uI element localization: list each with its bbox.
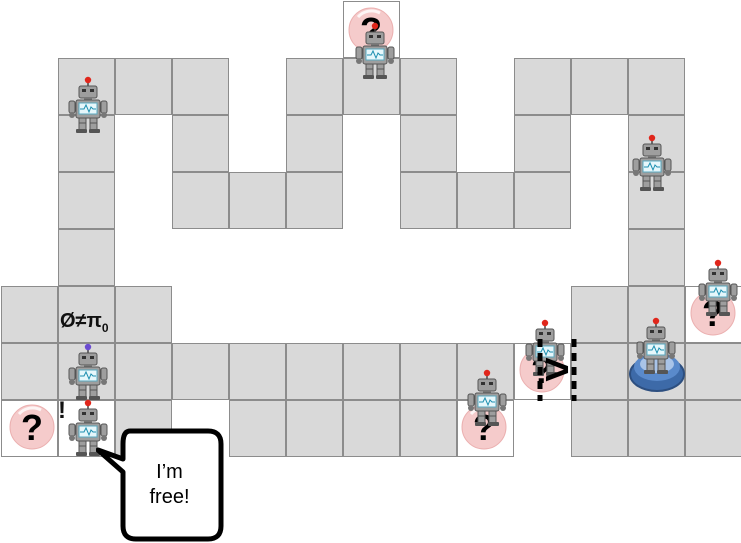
floor-tile — [514, 58, 571, 115]
floor-tile — [172, 58, 229, 115]
floor-tile — [400, 172, 457, 229]
floor-tile — [514, 115, 571, 172]
floor-tile — [571, 400, 628, 457]
robot-icon-left — [68, 343, 108, 400]
floor-tile — [571, 286, 628, 343]
gate-icon: > — [537, 339, 577, 401]
exclamation-label: ! — [58, 397, 66, 424]
robot-icon-upper-right — [632, 134, 672, 191]
floor-tile — [343, 58, 400, 115]
policy-label: Ø≠π0 — [60, 310, 109, 335]
floor-tile — [229, 400, 286, 457]
floor-tile — [58, 172, 115, 229]
floor-tile — [115, 286, 172, 343]
robot-icon-top — [355, 22, 395, 79]
gate-symbol: > — [544, 345, 570, 394]
floor-tile — [286, 58, 343, 115]
floor-tile — [115, 343, 172, 400]
floor-tile — [286, 115, 343, 172]
floor-tile — [1, 286, 58, 343]
floor-tile — [286, 172, 343, 229]
robot-icon-on-button — [636, 317, 676, 374]
floor-tile — [400, 58, 457, 115]
floor-tile — [286, 400, 343, 457]
robot-icon-upper-left — [68, 76, 108, 133]
floor-tile — [229, 343, 286, 400]
floor-tile — [457, 172, 514, 229]
floor-tile — [286, 343, 343, 400]
robot-icon-right — [698, 259, 738, 316]
question-token-bottom-left: ? — [9, 404, 55, 450]
floor-tile — [685, 343, 741, 400]
floor-tile — [58, 286, 115, 343]
floor-tile — [115, 58, 172, 115]
robot-icon-free — [68, 399, 108, 456]
policy-label-text: Ø≠π — [60, 310, 102, 332]
robot-icon-bottom-middle — [467, 369, 507, 426]
floor-tile — [400, 400, 457, 457]
floor-tile — [343, 343, 400, 400]
floor-tile — [685, 400, 741, 457]
floor-tile — [571, 58, 628, 115]
floor-tile — [628, 58, 685, 115]
speech-bubble — [96, 428, 224, 542]
floor-tile — [514, 172, 571, 229]
floor-tile — [400, 115, 457, 172]
question-mark: ? — [21, 407, 43, 448]
floor-tile — [1, 343, 58, 400]
floor-tile — [343, 400, 400, 457]
floor-tile — [172, 172, 229, 229]
policy-label-subscript: 0 — [101, 321, 109, 335]
floor-tile — [58, 229, 115, 286]
floor-tile — [400, 343, 457, 400]
floor-tile — [172, 115, 229, 172]
floor-tile — [628, 400, 685, 457]
floor-tile — [628, 229, 685, 286]
floor-tile — [172, 343, 229, 400]
speech-bubble-text: I’m free! — [149, 460, 190, 508]
floor-tile — [229, 172, 286, 229]
